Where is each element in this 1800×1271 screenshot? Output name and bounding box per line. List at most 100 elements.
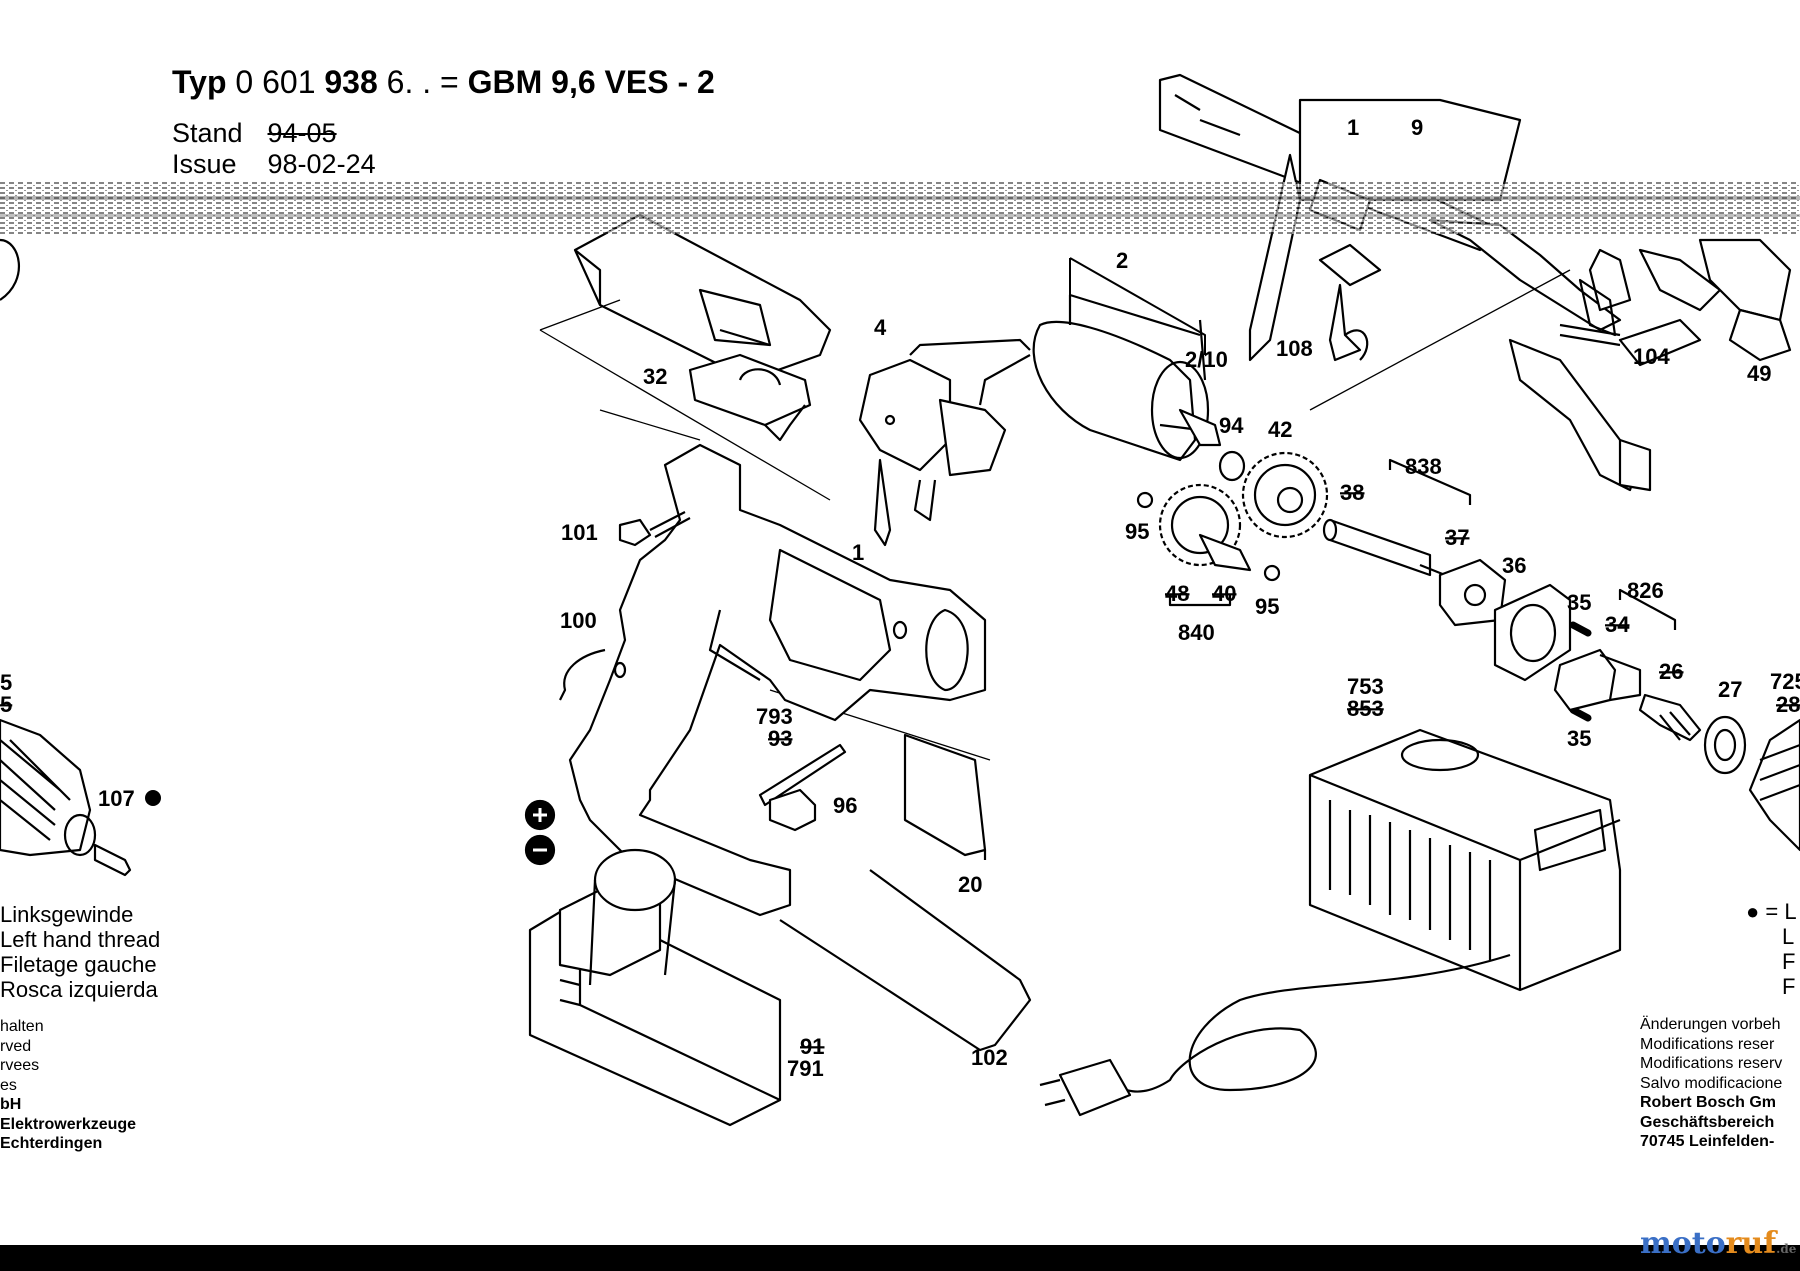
stand-label: Stand [172,118,243,148]
battery-91 [524,799,782,1127]
note-right-line-7: 70745 Leinfelden- [1640,1133,1775,1150]
label-753: 753 [1347,674,1384,699]
contact-plate-104 [1559,318,1702,367]
label-101: 101 [561,520,598,545]
note-right-line-3: Modifications reserv [1640,1055,1783,1072]
housing-shell-right [1428,218,1792,492]
note-right-line-1: Änderungen vorbeh [1640,1016,1781,1033]
label-104: 104 [1633,344,1670,369]
label-791: 791 [787,1056,824,1081]
electronic-switch-4 [858,338,1031,547]
label-34: 34 [1605,612,1630,637]
screw-26 [1638,693,1702,742]
cover-32 [688,353,812,442]
note-left-line-3: rvees [0,1057,40,1074]
issue-value: 98-02-24 [267,149,376,179]
watermark-part-c: .de [1776,1242,1797,1256]
note-right: Änderungen vorbeh Modifications reser Mo… [1640,1015,1800,1152]
label-9: 9 [1411,115,1423,140]
washer-95-b [1263,564,1281,582]
watermark-part-b: ruf [1725,1226,1777,1261]
watermark-logo: motoruf.de [1640,1226,1796,1261]
sleeve-34 [1553,648,1642,712]
label-35-b: 35 [1567,726,1591,751]
label-96: 96 [833,793,857,818]
legend-right-line-3: F [1782,949,1796,974]
power-cord [1109,953,1511,1093]
chuck-725 [1748,718,1800,852]
pin-35-a [1569,621,1592,637]
bit-793 [758,743,847,807]
housing-body [568,443,987,917]
charger-753 [1308,728,1622,992]
spindle-838 [1322,458,1472,587]
screw-101 [618,511,691,547]
label-793: 793 [756,704,793,729]
label-1-top: 1 [1347,115,1359,140]
legend-line-fr: Filetage gauche [0,952,157,977]
model-name: GBM 9,6 VES - 2 [467,64,715,100]
label-37: 37 [1445,525,1469,550]
typ-number-a: 0 601 [235,64,316,100]
label-27: 27 [1718,677,1742,702]
ring-27 [1703,715,1747,775]
label-93: 93 [768,726,792,751]
label-840: 840 [1178,620,1215,645]
label-100: 100 [560,608,597,633]
note-left-line-5: bH [0,1096,22,1113]
legend-right-line-2: L [1782,924,1795,949]
gear-42 [1241,451,1329,539]
arc-left [0,238,20,301]
watermark-part-a: moto [1640,1226,1726,1261]
legend-line-de: Linksgewinde [0,902,134,927]
label-94: 94 [1219,413,1244,438]
note-left-line-1: halten [0,1018,44,1035]
legend-line-en: Left hand thread [0,927,161,952]
label-107: 107 [98,786,135,811]
issue-label: Issue [172,149,237,179]
wire-clip-102 [779,869,1032,1052]
note-left: halten rved rvees es bH Elektrowerkzeuge… [0,1017,136,1154]
typ-number-b: 938 [324,64,378,100]
label-853: 853 [1347,696,1384,721]
label-838: 838 [1405,454,1442,479]
plug [1039,1058,1132,1117]
label-20: 20 [958,872,982,897]
washer-95-a [1136,491,1154,509]
label-2-10: 2/10 [1185,347,1228,372]
label-49: 49 [1747,361,1771,386]
label-2: 2 [1116,248,1128,273]
issue-line: Issue 98-02-24 [172,149,376,180]
stand-value: 94-05 [267,118,337,148]
label-48: 48 [1165,581,1189,606]
battery-pack-cover [573,213,832,382]
note-right-line-6: Geschäftsbereich [1640,1113,1775,1131]
label-725: 725 [1770,669,1800,694]
left-hand-thread-dot-icon [145,790,161,806]
label-108: 108 [1276,336,1313,361]
clip-96 [768,788,817,832]
label-32: 32 [643,364,667,389]
bottom-bar [0,1245,1800,1271]
cable-100 [559,648,606,701]
note-right-line-4: Salvo modificacione [1640,1074,1783,1092]
label-95-a: 95 [1125,519,1149,544]
typ-label: Typ [172,64,227,100]
note-left-line-2: rved [0,1037,32,1055]
label-826: 826 [1627,578,1664,603]
type-number-line: Typ 0 601 938 6. . = GBM 9,6 VES - 2 [172,64,715,101]
typ-number-c: 6. . [386,64,432,100]
label-28: 28 [1776,692,1800,717]
label-102: 102 [971,1045,1008,1070]
screw-107 [93,843,132,877]
cover-plate-20 [903,733,987,860]
legend-right-line-1: ● = L [1746,899,1797,924]
label-4: 4 [874,315,887,340]
label-5: 5 [0,670,12,695]
label-35-a: 35 [1567,590,1591,615]
label-40: 40 [1212,581,1236,606]
motor-2 [1032,293,1222,462]
note-left-line-6: Elektrowerkzeuge [0,1115,137,1133]
label-95-b: 95 [1255,594,1279,619]
